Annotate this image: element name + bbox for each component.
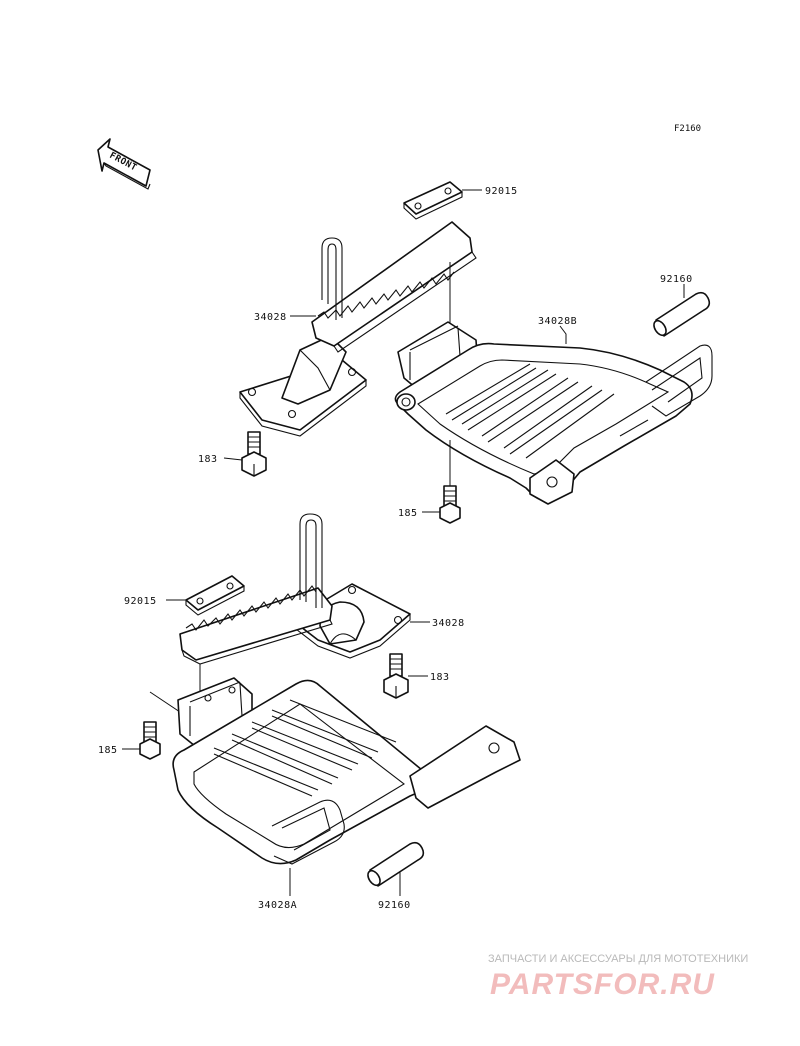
front-arrow-icon: FRONT	[97, 138, 151, 190]
callout-34028A: 34028A	[258, 900, 297, 911]
watermark-tagline: ЗАПЧАСТИ И АКСЕССУАРЫ ДЛЯ МОТОТЕХНИКИ	[488, 953, 748, 965]
callout-92015-lower: 92015	[124, 596, 157, 607]
leader-34028B	[559, 325, 567, 344]
callout-183-upper: 183	[198, 454, 218, 465]
bolt-183-lower	[383, 653, 409, 699]
callout-92160-right: 92160	[660, 274, 693, 285]
plate-92015-lower	[185, 575, 245, 616]
callout-92015-upper: 92015	[485, 186, 518, 197]
bracket-34028-lower	[179, 513, 411, 665]
bolt-185-upper	[439, 485, 461, 524]
spacer-92160-lower	[367, 841, 425, 887]
callout-34028-upper: 34028	[254, 312, 287, 323]
watermark-brand: PARTSFOR.RU	[490, 968, 715, 1001]
bracket-34028-upper	[239, 221, 477, 437]
bolt-185-lower	[139, 721, 161, 760]
leader-183-upper	[223, 457, 243, 461]
callout-185-lower: 185	[98, 745, 118, 756]
callout-183-lower: 183	[430, 672, 450, 683]
callout-92160-lower: 92160	[378, 900, 411, 911]
callout-34028-lower: 34028	[432, 618, 465, 629]
plate-92015-upper	[403, 181, 463, 220]
callout-185-upper: 185	[398, 508, 418, 519]
callout-34028B: 34028B	[538, 316, 577, 327]
figure-code: F2160	[674, 124, 701, 134]
footrest-34028A	[172, 677, 521, 865]
bolt-183-upper	[241, 431, 267, 477]
footrest-34028B	[394, 321, 713, 505]
spacer-92160-right	[653, 291, 711, 337]
